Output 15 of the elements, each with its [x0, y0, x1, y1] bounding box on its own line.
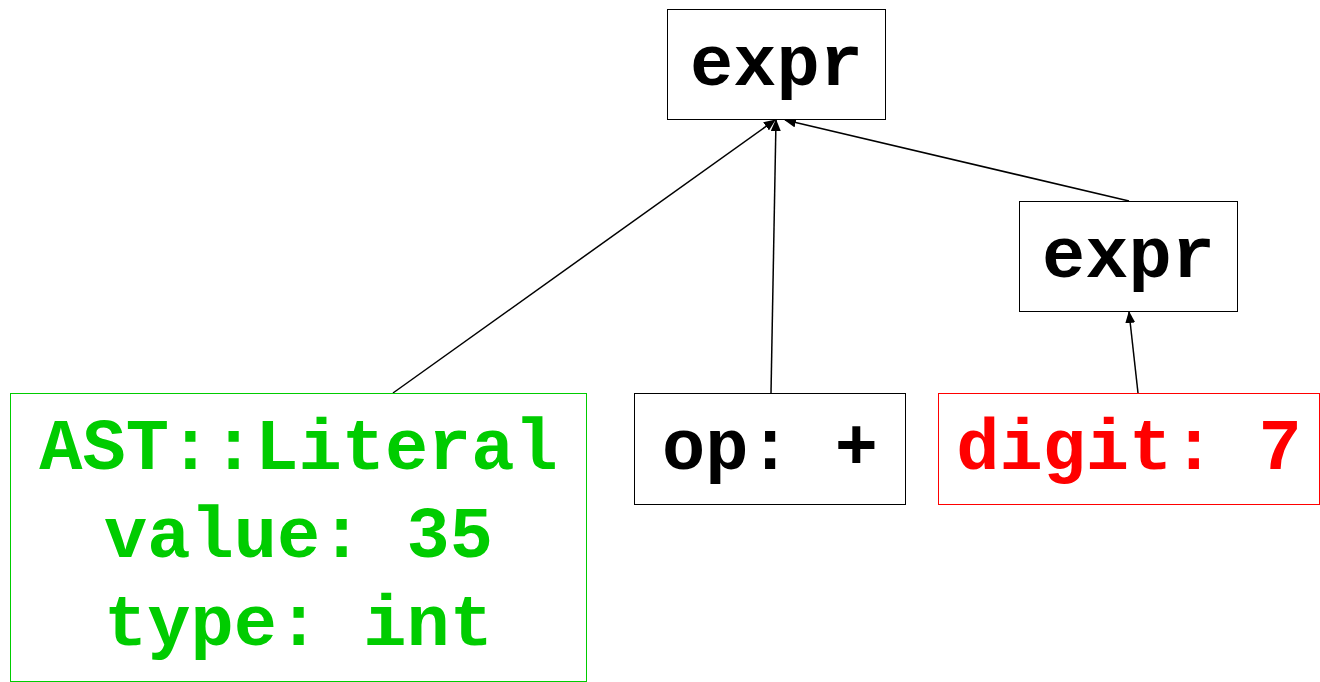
- node-box: [1019, 201, 1238, 312]
- node-label: value: 35: [104, 496, 493, 581]
- node-label: expr: [1042, 216, 1215, 301]
- node-box: [10, 393, 587, 682]
- node-box: [938, 393, 1320, 505]
- node-label: op: +: [661, 408, 878, 493]
- node-box: [667, 9, 886, 120]
- node-label: digit: 7: [956, 408, 1302, 493]
- node-label: AST::Literal: [39, 408, 558, 493]
- arrow: [392, 119, 776, 394]
- node-label: type: int: [104, 584, 493, 669]
- arrow: [1125, 311, 1139, 394]
- node-box: [634, 393, 906, 505]
- arrow: [770, 119, 781, 394]
- node-label: expr: [690, 24, 863, 109]
